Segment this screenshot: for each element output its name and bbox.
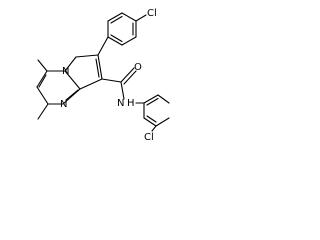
- amide-nitrogen-label: N: [117, 98, 124, 109]
- aryl-pyrrole-bond: [97, 36, 109, 56]
- methyl-bottom-bond: [37, 103, 49, 120]
- top-chlorophenyl-ring: [107, 12, 147, 46]
- chlorine-bottom-bond: [151, 125, 157, 132]
- molecule-diagram: Cl N N O N H: [36, 8, 170, 142]
- bridge-nitrogen-label: N: [62, 66, 69, 77]
- methyl-top-bond: [37, 59, 48, 72]
- chlorine-bottom-label: Cl: [144, 132, 154, 142]
- bottom-chlorophenyl-ring: [143, 94, 170, 127]
- carboxamide-group: [101, 67, 137, 100]
- ring-nitrogen-label: N: [60, 99, 67, 110]
- chlorine-top-label: Cl: [147, 8, 157, 19]
- pyrrole-ring: [64, 54, 103, 90]
- carbonyl-oxygen-label: O: [134, 62, 142, 73]
- pyrimidine-ring: [36, 70, 81, 105]
- amide-hydrogen-label: H: [127, 98, 135, 109]
